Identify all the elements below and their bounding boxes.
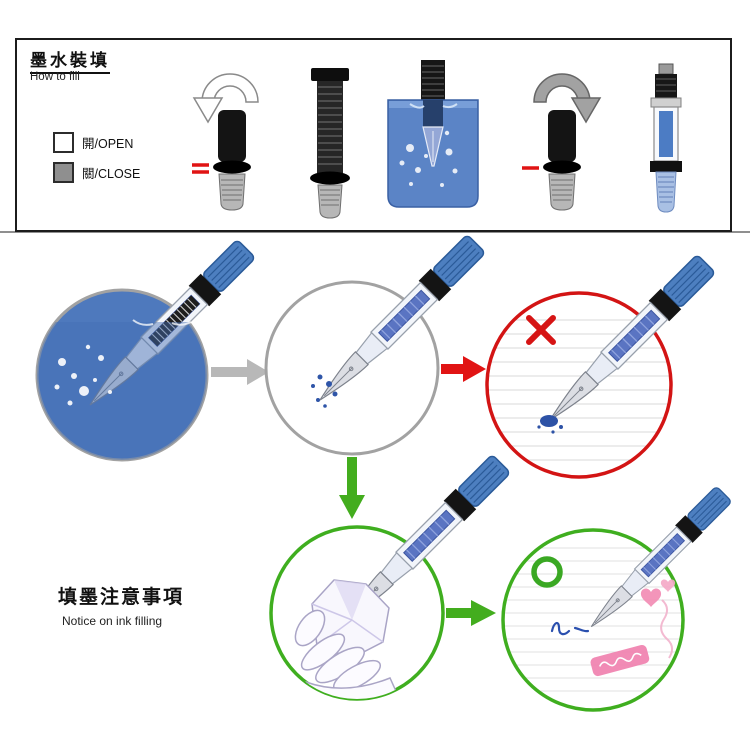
step-filled-section-illustration bbox=[650, 63, 682, 213]
legend-open-label: 開/OPEN bbox=[82, 137, 134, 151]
arrow-correct-icon bbox=[446, 600, 496, 626]
arrow-wrong-icon bbox=[441, 356, 486, 382]
legend-close-row: 關/CLOSE bbox=[53, 162, 140, 183]
legend-close-swatch bbox=[53, 162, 74, 183]
legend: 開/OPEN 關/CLOSE bbox=[53, 132, 140, 192]
ink-drops bbox=[311, 374, 338, 408]
step-open-illustration bbox=[192, 73, 259, 211]
correct-o-icon bbox=[531, 556, 563, 588]
twist-open-arrow-icon bbox=[192, 97, 224, 124]
step-close-illustration bbox=[522, 73, 602, 211]
legend-open-swatch bbox=[53, 132, 74, 153]
wrong-x-icon bbox=[526, 315, 556, 345]
how-to-fill-panel: 墨水裝填 How to fill 開/OPEN 關/CLOSE bbox=[15, 38, 732, 232]
circle-wrong-blot bbox=[485, 252, 718, 479]
legend-open-row: 開/OPEN bbox=[53, 132, 140, 153]
circle-filled-pen bbox=[264, 232, 488, 456]
ink-bubbles bbox=[54, 344, 112, 406]
watermark-stamp bbox=[590, 644, 650, 677]
page-subtitle: How to fill bbox=[30, 71, 80, 83]
ink-blot bbox=[537, 415, 563, 434]
step-dip-in-ink-illustration bbox=[387, 60, 479, 208]
hand-icon bbox=[294, 609, 402, 699]
circle-dip-in-ink bbox=[35, 237, 258, 462]
watermark-script bbox=[660, 599, 673, 659]
notice-title: 填墨注意事項 bbox=[58, 587, 185, 608]
paper-lines bbox=[487, 319, 671, 461]
step-barrel-illustration bbox=[310, 68, 350, 219]
heart-icon bbox=[640, 588, 662, 607]
circle-correct-writing bbox=[501, 484, 734, 712]
open-mark-equals bbox=[192, 163, 209, 174]
arrow-next-icon bbox=[211, 359, 269, 385]
section-divider bbox=[0, 231, 750, 233]
heart-icon bbox=[660, 579, 676, 592]
ink-writing bbox=[550, 621, 590, 636]
notice-art bbox=[35, 232, 734, 712]
pen-dipping bbox=[79, 237, 258, 416]
fill-steps-art bbox=[192, 60, 682, 219]
notice-block: 填墨注意事項 Notice on ink filling bbox=[58, 582, 184, 628]
twist-close-arrow-icon bbox=[570, 97, 602, 124]
page-title: 墨水裝填 bbox=[30, 46, 110, 74]
circle-wipe-nib bbox=[269, 452, 513, 701]
watermark-decorations bbox=[590, 579, 676, 677]
ink-bubbles bbox=[399, 130, 458, 187]
notice-subtitle: Notice on ink filling bbox=[62, 614, 163, 628]
arrow-down-icon bbox=[339, 457, 365, 519]
legend-close-label: 關/CLOSE bbox=[82, 167, 141, 181]
